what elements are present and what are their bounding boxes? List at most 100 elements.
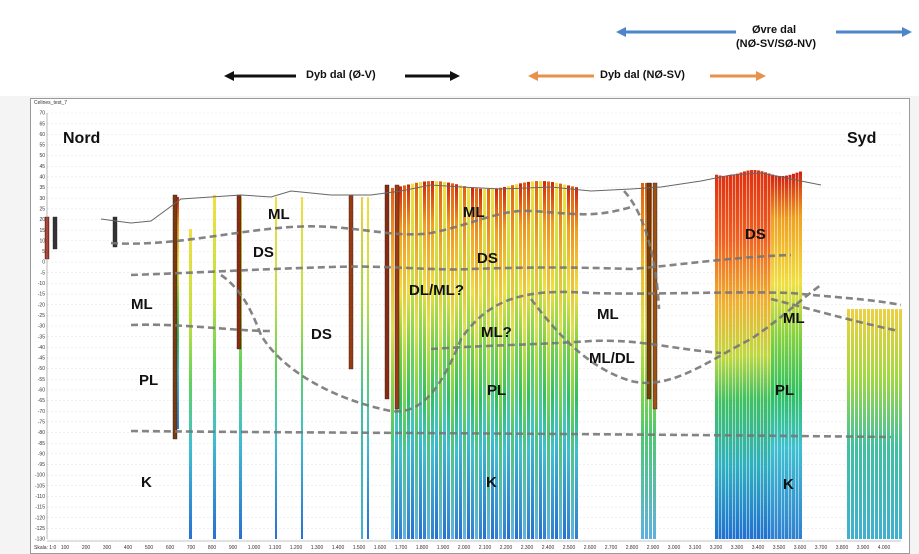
- y-tick-label: 45: [39, 164, 45, 170]
- y-tick-label: 50: [39, 153, 45, 159]
- resistivity-column: [423, 181, 426, 539]
- resistivity-column: [535, 181, 538, 539]
- resistivity-column: [463, 186, 466, 539]
- x-tick-label: 3.200: [710, 545, 723, 551]
- unit-ds-4: DS: [745, 226, 766, 243]
- unit-k-2: K: [486, 474, 497, 491]
- borehole-log: [646, 182, 652, 400]
- resistivity-column: [859, 309, 862, 539]
- x-tick-label: 800: [208, 545, 217, 551]
- resistivity-column: [863, 309, 866, 539]
- resistivity-column: [455, 184, 458, 540]
- y-tick-label: -90: [38, 451, 45, 457]
- x-tick-label: 3.900: [857, 545, 870, 551]
- resistivity-column: [875, 309, 878, 539]
- x-tick-label: 3.400: [752, 545, 765, 551]
- resistivity-column: [641, 183, 644, 539]
- y-tick-label: -80: [38, 430, 45, 436]
- resistivity-column: [431, 181, 434, 539]
- resistivity-column: [515, 184, 518, 539]
- resistivity-column: [778, 175, 781, 539]
- resistivity-column: [435, 181, 438, 539]
- y-tick-label: 60: [39, 132, 45, 138]
- resistivity-column: [895, 309, 898, 539]
- y-tick-label: -40: [38, 345, 45, 351]
- x-tick-label: 3.300: [731, 545, 744, 551]
- resistivity-column: [559, 183, 562, 539]
- x-tick-label: 1.100: [269, 545, 282, 551]
- resistivity-column: [750, 170, 753, 540]
- resistivity-column: [491, 188, 494, 539]
- x-tick-label: 1.400: [332, 545, 345, 551]
- y-axis: 7065605550454035302520151050-5-10-15-20-…: [35, 111, 48, 543]
- resistivity-column: [645, 183, 648, 539]
- y-tick-label: -125: [35, 526, 45, 532]
- y-tick-label: 25: [39, 206, 45, 212]
- terrain-line: [100, 172, 822, 224]
- x-tick-label: 2.200: [500, 545, 513, 551]
- borehole-log: [172, 194, 178, 440]
- resistivity-columns: [176, 170, 902, 540]
- resistivity-column: [774, 175, 778, 539]
- y-tick-label: -75: [38, 419, 45, 425]
- borehole-log: [52, 216, 58, 250]
- resistivity-column: [760, 171, 764, 540]
- unit-ml-4: ML: [597, 306, 619, 323]
- resistivity-column: [729, 175, 732, 539]
- x-tick-label: 1.200: [290, 545, 303, 551]
- profile-section: 7065605550454035302520151050-5-10-15-20-…: [34, 111, 902, 551]
- resistivity-column: [419, 182, 422, 539]
- y-tick-label: 20: [39, 217, 45, 223]
- y-tick-label: -30: [38, 324, 45, 330]
- resistivity-column: [567, 185, 570, 539]
- resistivity-column: [543, 181, 546, 539]
- resistivity-column: [847, 309, 850, 539]
- x-tick-label: 900: [229, 545, 238, 551]
- resistivity-column: [443, 181, 446, 539]
- resistivity-column: [547, 181, 550, 539]
- x-tick-label: 300: [103, 545, 112, 551]
- unit-ml-3: ML: [463, 204, 485, 221]
- x-tick-label: 3.600: [794, 545, 807, 551]
- resistivity-column: [753, 170, 757, 539]
- x-tick-label: 200: [82, 545, 91, 551]
- resistivity-column: [855, 309, 858, 539]
- x-tick-label: 1.500: [353, 545, 366, 551]
- legend-arrows: [224, 27, 912, 81]
- borehole-log: [384, 184, 390, 400]
- resistivity-column: [792, 173, 795, 539]
- unit-ml-2: ML: [131, 296, 153, 313]
- resistivity-column: [475, 188, 478, 539]
- black-arrow: [224, 71, 460, 81]
- unit-dlml: DL/ML?: [409, 282, 464, 299]
- y-tick-label: -85: [38, 441, 45, 447]
- resistivity-column: [483, 188, 486, 539]
- x-tick-label: 600: [166, 545, 175, 551]
- resistivity-column: [555, 182, 558, 539]
- y-tick-label: -70: [38, 409, 45, 415]
- y-tick-label: -115: [35, 505, 45, 511]
- y-tick-label: 65: [39, 121, 45, 127]
- y-tick-label: 30: [39, 196, 45, 202]
- ovre-dal-label: Øvre dal: [752, 24, 797, 36]
- x-tick-label: 3.100: [689, 545, 702, 551]
- unit-k-1: K: [141, 474, 152, 491]
- resistivity-column: [427, 181, 430, 539]
- unit-mldl: ML/DL: [589, 350, 635, 367]
- y-tick-label: -20: [38, 302, 45, 308]
- ovre-dal-sublabel: (NØ-SV/SØ-NV): [736, 38, 817, 50]
- resistivity-column: [479, 188, 482, 539]
- borehole-log: [236, 194, 242, 350]
- resistivity-column: [531, 181, 534, 540]
- resistivity-column: [519, 183, 522, 539]
- resistivity-column: [367, 197, 369, 539]
- resistivity-column: [767, 173, 771, 539]
- resistivity-column: [575, 187, 578, 540]
- north-label: Nord: [63, 130, 100, 147]
- y-tick-label: 0: [42, 260, 45, 266]
- resistivity-column: [189, 229, 192, 539]
- resistivity-column: [499, 187, 502, 539]
- y-tick-label: 40: [39, 175, 45, 181]
- resistivity-column: [391, 187, 394, 539]
- unit-ds-2: DS: [311, 326, 332, 343]
